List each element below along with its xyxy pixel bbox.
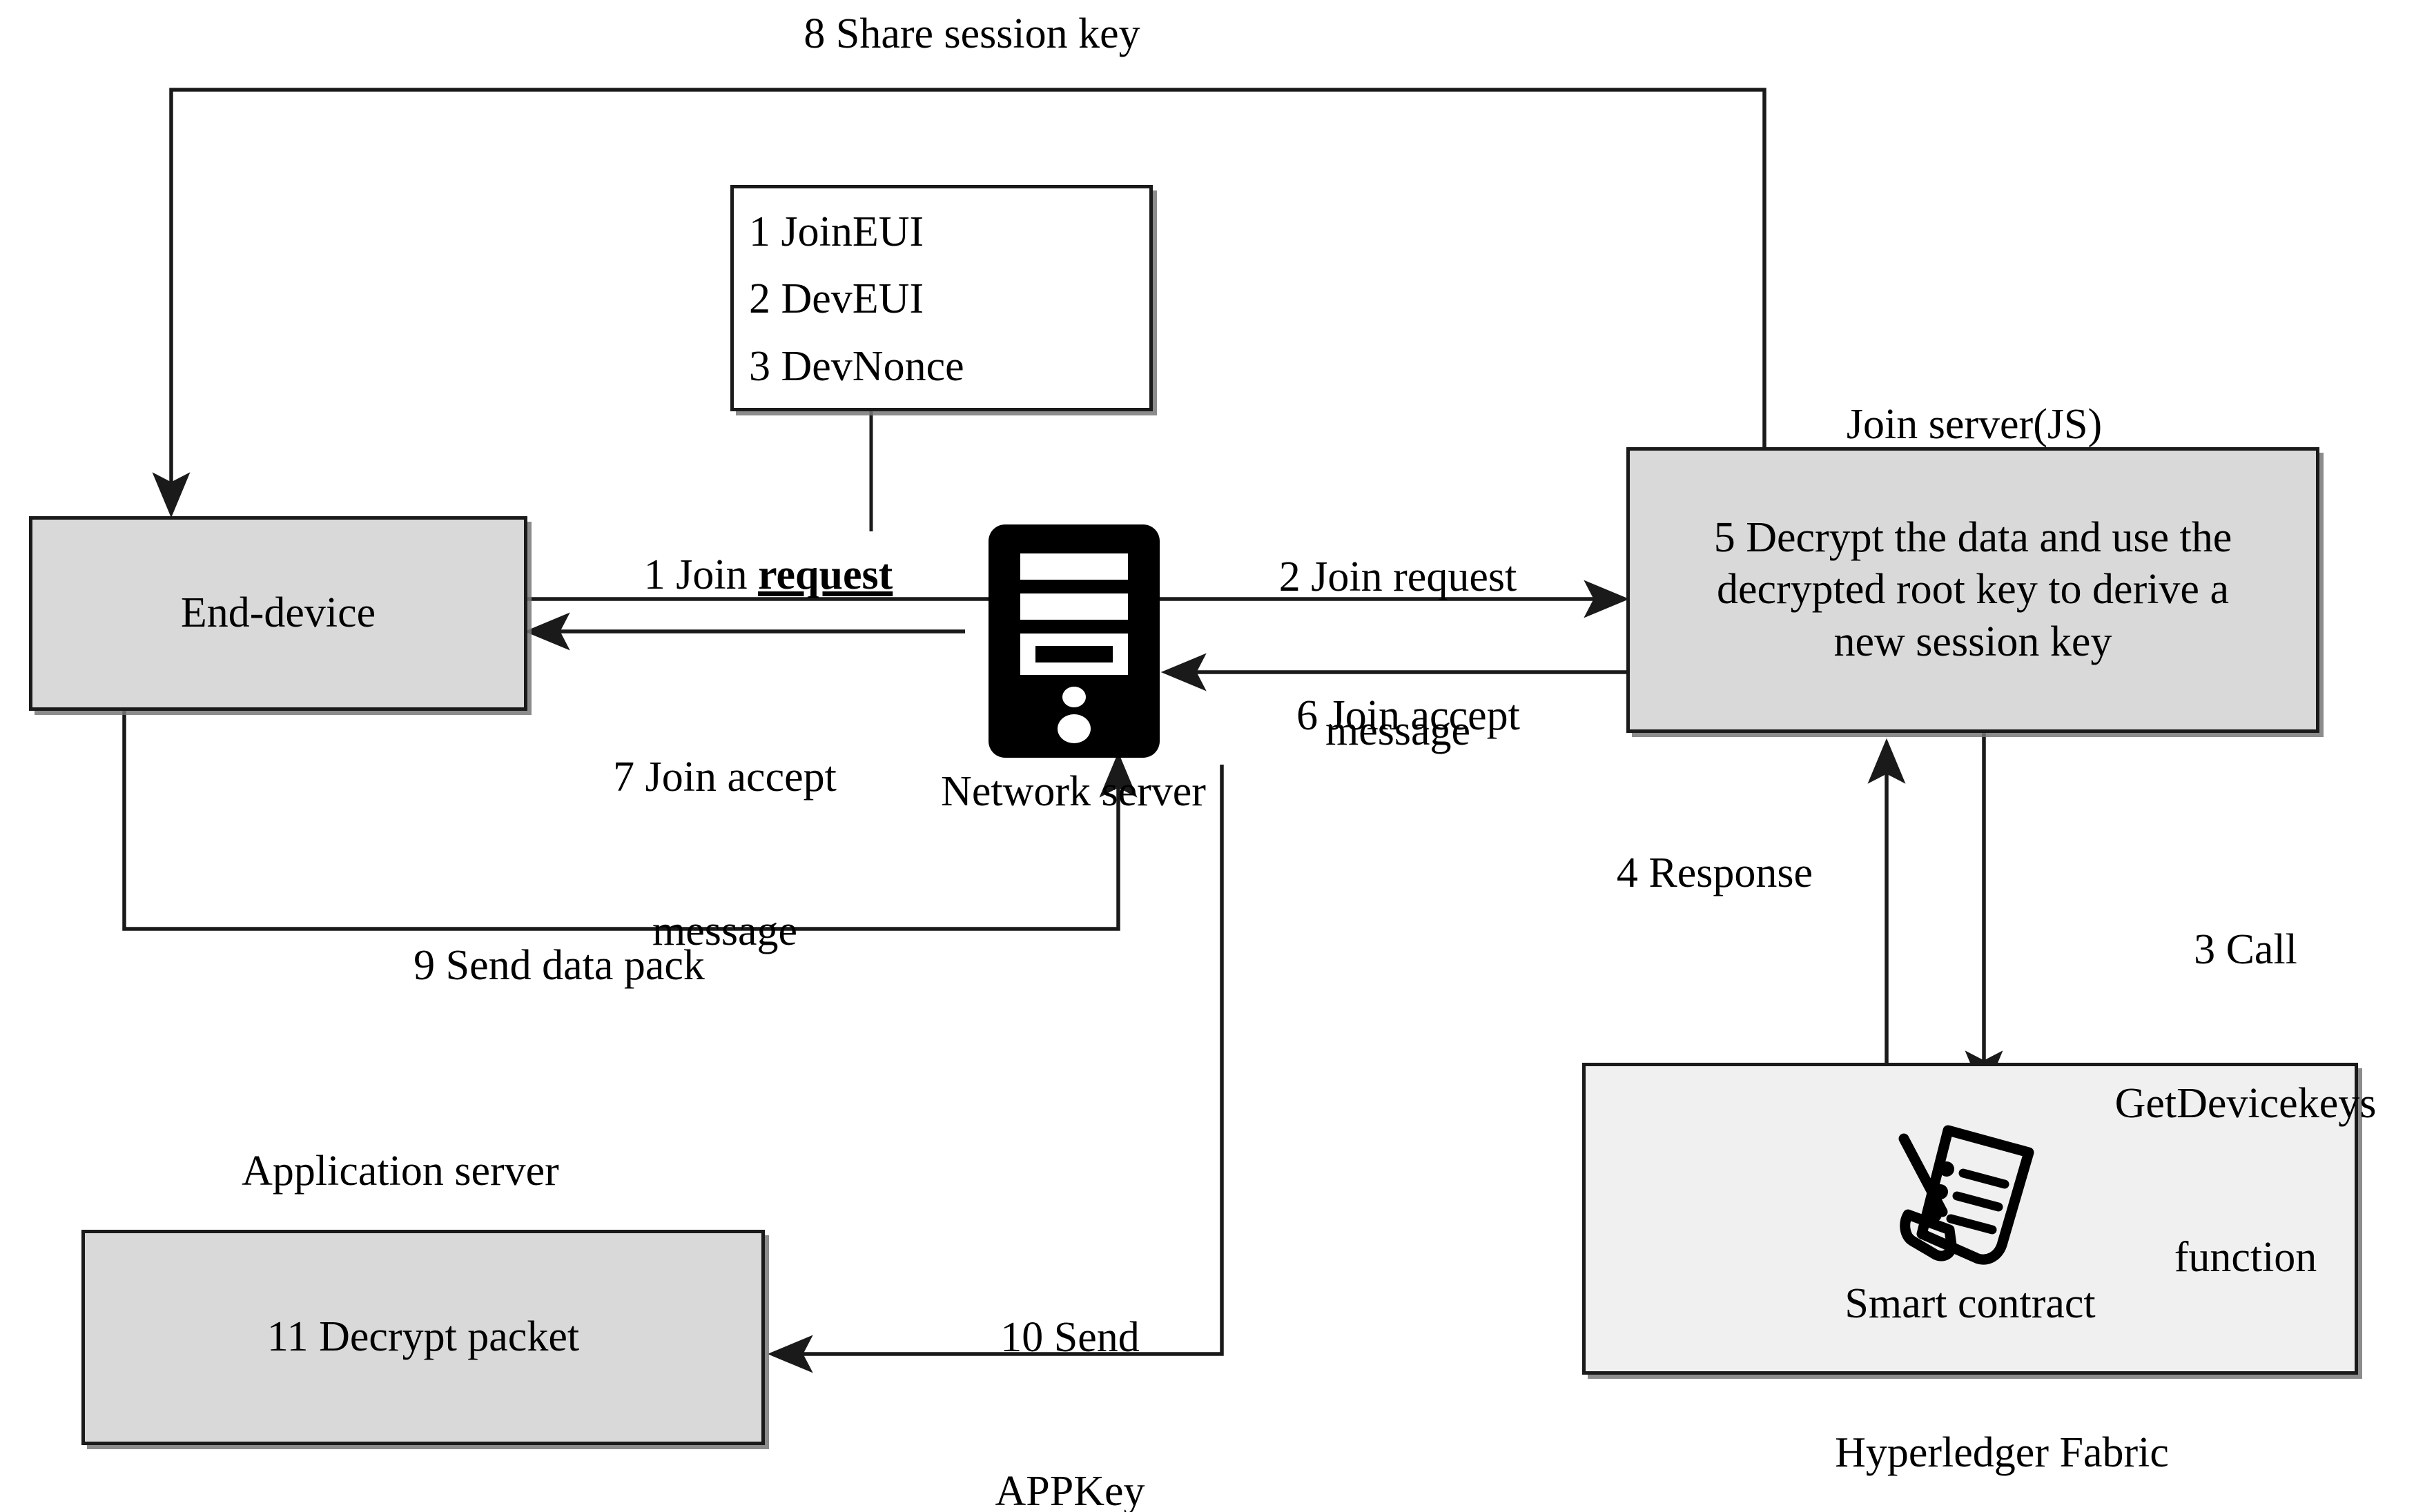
label-3-call-getdevicekeys: 3 Call GetDevicekeys function — [2057, 821, 2434, 1386]
label-3-line-2: GetDevicekeys — [2114, 1079, 2377, 1127]
application-server-caption: Application server — [242, 1148, 559, 1195]
label-10-line-2: APPKey — [995, 1467, 1145, 1512]
server-tower-icon — [989, 524, 1160, 758]
hyperledger-fabric-caption: Hyperledger Fabric — [1835, 1429, 2169, 1476]
label-4-response: 4 Response — [1616, 850, 1813, 896]
label-1-join-request-prefix: 1 Join — [643, 551, 759, 599]
label-7-line-1: 7 Join accept — [613, 753, 837, 801]
field-deveui: 2 DevEUI — [749, 275, 924, 323]
join-request-fields-box: 1 JoinEUI 2 DevEUI 3 DevNonce — [730, 185, 1153, 411]
label-6-join-accept: 6 Join accept — [1296, 692, 1520, 739]
smart-contract-label: Smart contract — [1844, 1279, 2096, 1327]
label-1-join-request: 1 Join request — [581, 498, 913, 652]
label-10-line-1: 10 Send — [1000, 1313, 1140, 1361]
wire-10-send-appkey — [767, 765, 1224, 1373]
label-2-line-1: 2 Join request — [1278, 553, 1517, 600]
join-server-box: 5 Decrypt the data and use the decrypted… — [1626, 447, 2319, 733]
label-7-join-accept-message: 7 Join accept message — [545, 649, 904, 1059]
end-device-label: End-device — [180, 589, 376, 637]
label-2-line-2: message — [1325, 707, 1471, 754]
hyperledger-fabric-box: Smart contract — [1582, 1063, 2358, 1375]
field-devnonce: 3 DevNonce — [749, 342, 964, 390]
field-joineui: 1 JoinEUI — [749, 208, 924, 255]
join-server-line-2: decrypted root key to derive a — [1717, 566, 2229, 613]
label-8-share-session-key: 8 Share session key — [804, 10, 1140, 57]
join-server-line-1: 5 Decrypt the data and use the — [1713, 513, 2232, 561]
label-2-join-request-message: 2 Join request message — [1187, 449, 1608, 859]
wire-8-share-session-key — [152, 88, 1766, 518]
contract-signing-icon — [1867, 1110, 2074, 1268]
wire-9-send-data-pack — [122, 711, 1138, 931]
label-9-send-data-pack: 9 Send data pack — [413, 942, 705, 989]
end-device-box: End-device — [29, 516, 527, 711]
label-3-line-1: 3 Call — [2194, 925, 2297, 973]
network-server-caption: Network server — [941, 768, 1206, 815]
join-server-line-3: new session key — [1833, 618, 2112, 665]
join-server-caption: Join server(JS) — [1846, 401, 2103, 448]
label-7-line-2: message — [652, 907, 798, 954]
label-10-send-appkey: 10 Send APPKey — [918, 1209, 1222, 1512]
application-server-box: 11 Decrypt packet — [81, 1230, 765, 1445]
application-server-inner-label: 11 Decrypt packet — [266, 1313, 580, 1361]
label-3-line-3: function — [2174, 1234, 2317, 1282]
label-1-join-request-emphasis: request — [758, 551, 893, 599]
